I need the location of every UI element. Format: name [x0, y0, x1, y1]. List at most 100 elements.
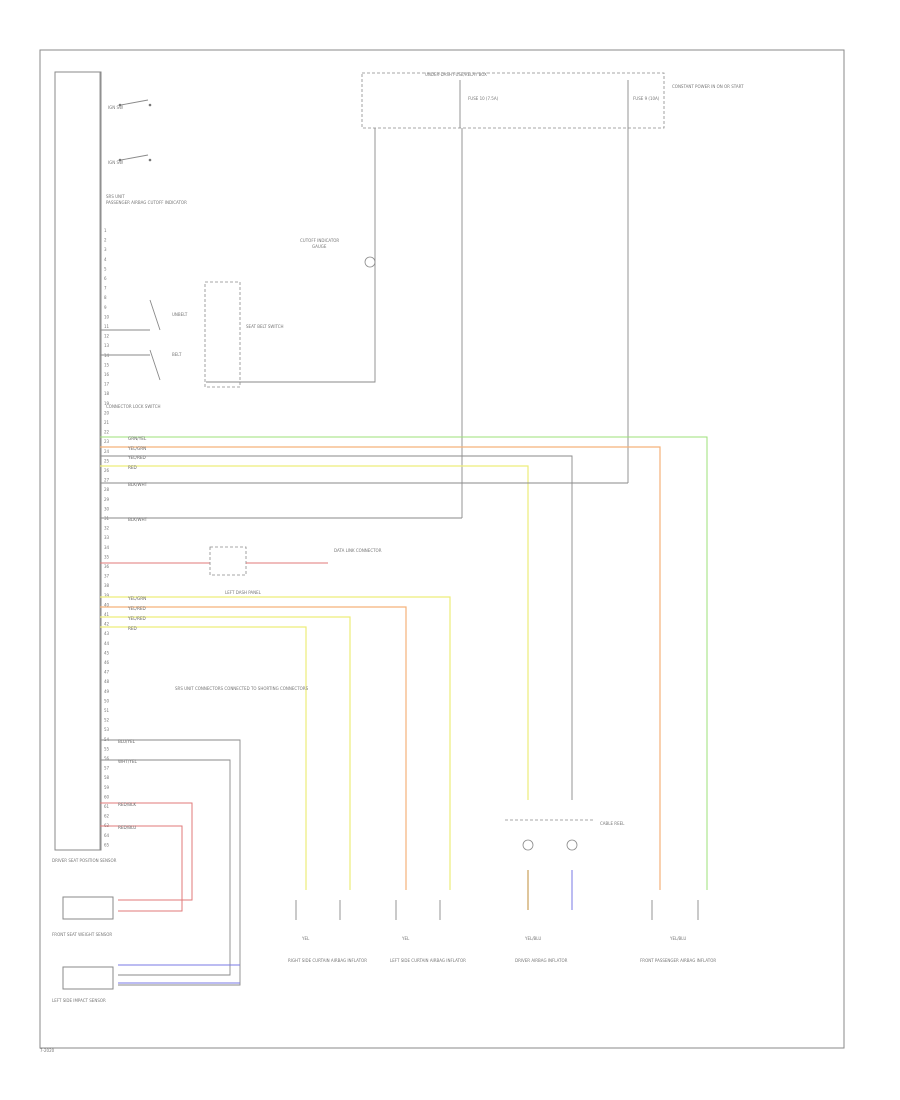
svg-text:CUTOFF INDICATOR: CUTOFF INDICATOR — [300, 238, 339, 243]
svg-text:YEL: YEL — [301, 936, 310, 941]
pin-number: 65 — [104, 842, 110, 847]
svg-text:YEL/RED: YEL/RED — [127, 616, 146, 621]
pin-number: 61 — [104, 804, 110, 809]
pin-number: 21 — [104, 420, 110, 425]
pin-number: 12 — [104, 334, 110, 339]
pin-number: 48 — [104, 679, 110, 684]
svg-text:FRONT SEAT WEIGHT SENSOR: FRONT SEAT WEIGHT SENSOR — [52, 932, 112, 937]
pin-number: 19 — [104, 401, 110, 406]
pin-number: 56 — [104, 756, 110, 761]
pin-number: 51 — [104, 708, 110, 713]
pin-number: 30 — [104, 506, 110, 511]
connector-lock-label: CONNECTOR LOCK SWITCH — [106, 404, 161, 409]
pin-number: 45 — [104, 650, 110, 655]
svg-text:DRIVER AIRBAG INFLATOR: DRIVER AIRBAG INFLATOR — [515, 958, 568, 963]
svg-text:YEL/RED: YEL/RED — [127, 606, 146, 611]
pin-number: 53 — [104, 727, 110, 732]
curtain-bus-wires: YEL/GRN YEL/RED YEL/RED RED — [100, 596, 451, 890]
seat-belt-switch: UNBELT BELT SEAT BELT SWITCH — [100, 281, 284, 388]
pin-number: 46 — [104, 660, 110, 665]
svg-text:SEAT BELT SWITCH: SEAT BELT SWITCH — [246, 324, 284, 329]
sensor-box-2: FRONT SEAT WEIGHT SENSOR LEFT SIDE IMPAC… — [52, 932, 114, 1003]
data-link-connector: DATA LINK CONNECTOR LEFT DASH PANEL — [100, 546, 382, 595]
pin-number: 62 — [104, 814, 110, 819]
pin-number: 40 — [104, 602, 110, 607]
svg-text:LEFT DASH PANEL: LEFT DASH PANEL — [225, 590, 262, 595]
pin-number: 25 — [104, 458, 110, 463]
pin-number: 38 — [104, 583, 110, 588]
fuse-note: CONSTANT POWER IN ON OR START — [672, 84, 744, 89]
ignition-switch-1: IGN SW — [108, 99, 152, 110]
pin-number: 11 — [104, 324, 110, 329]
pin-number: 37 — [104, 574, 110, 579]
svg-text:YEL/RED: YEL/RED — [127, 455, 146, 460]
svg-text:CABLE REEL: CABLE REEL — [600, 821, 625, 826]
fuse-box: UNDER-DASH FUSE/RELAY BOX FUSE 10 (7.5A)… — [361, 72, 744, 129]
pin-number: 22 — [104, 430, 110, 435]
svg-text:YEL/BLU: YEL/BLU — [669, 936, 686, 941]
pin-number: 42 — [104, 622, 110, 627]
pin-number: 36 — [104, 564, 110, 569]
fuse-right: FUSE 9 (10A) — [633, 96, 660, 101]
pin-number: 4 — [104, 257, 107, 262]
sensor-wires: BLU/YEL WHT/YEL RED/BLK RED/BLU — [100, 739, 241, 986]
svg-text:IGN SW: IGN SW — [108, 105, 123, 110]
page-label: 7-2020 — [40, 1048, 55, 1053]
inflator-driver: YEL/BLU DRIVER AIRBAG INFLATOR — [515, 936, 568, 963]
inflator-left-curtain: YEL LEFT SIDE CURTAIN AIRBAG INFLATOR — [390, 900, 466, 963]
svg-text:RED: RED — [128, 465, 137, 470]
svg-text:UNDER-DASH FUSE/RELAY BOX: UNDER-DASH FUSE/RELAY BOX — [425, 72, 487, 77]
pin-number: 23 — [104, 439, 110, 444]
pin-number: 41 — [104, 612, 110, 617]
srs-unit-box — [54, 71, 102, 851]
pin-number: 59 — [104, 785, 110, 790]
pin-number: 20 — [104, 410, 110, 415]
pin-number: 28 — [104, 487, 110, 492]
pin-number: 32 — [104, 526, 110, 531]
svg-text:RED/BLK: RED/BLK — [118, 802, 136, 807]
svg-text:RED/BLU: RED/BLU — [118, 825, 136, 830]
pin-number: 39 — [104, 593, 110, 598]
inflator-passenger: YEL/BLU FRONT PASSENGER AIRBAG INFLATOR — [640, 900, 716, 963]
svg-text:YEL/GRN: YEL/GRN — [127, 446, 146, 451]
svg-text:FRONT PASSENGER AIRBAG INFLATO: FRONT PASSENGER AIRBAG INFLATOR — [640, 958, 716, 963]
pin-number: 57 — [104, 766, 110, 771]
pin-number: 29 — [104, 497, 110, 502]
pin-number: 33 — [104, 535, 110, 540]
svg-text:BELT: BELT — [172, 352, 182, 357]
svg-text:RIGHT SIDE CURTAIN AIRBAG INFL: RIGHT SIDE CURTAIN AIRBAG INFLATOR — [288, 958, 367, 963]
pin-column: 1234567891011121314151617181920212223242… — [104, 228, 110, 847]
pin-number: 9 — [104, 305, 107, 310]
pin-number: 35 — [104, 554, 110, 559]
pin-number: 24 — [104, 449, 110, 454]
pin-number: 31 — [104, 516, 110, 521]
pin-number: 8 — [104, 295, 107, 300]
diagram-frame — [39, 49, 845, 1049]
svg-text:YEL: YEL — [401, 936, 410, 941]
passenger-note: PASSENGER AIRBAG CUTOFF INDICATOR — [106, 200, 187, 205]
srs-bus-wires: GRN/YEL YEL/GRN YEL/RED RED BLK/WHT BLK/… — [100, 436, 708, 890]
pin-number: 13 — [104, 343, 110, 348]
pin-number: 52 — [104, 718, 110, 723]
svg-text:BLU/YEL: BLU/YEL — [118, 739, 136, 744]
srs-unit-label: SRS UNIT — [106, 194, 125, 199]
ignition-switch-2: IGN SW — [108, 154, 152, 165]
pin-number: 64 — [104, 833, 110, 838]
pin-number: 1 — [104, 228, 107, 233]
wire-green-indicator — [206, 300, 376, 383]
svg-text:YEL/BLU: YEL/BLU — [524, 936, 541, 941]
svg-text:GRN/YEL: GRN/YEL — [128, 436, 147, 441]
pin-number: 2 — [104, 238, 107, 243]
cable-reel: CABLE REEL — [505, 819, 625, 910]
svg-text:LEFT SIDE CURTAIN AIRBAG INFLA: LEFT SIDE CURTAIN AIRBAG INFLATOR — [390, 958, 466, 963]
svg-text:UNBELT: UNBELT — [172, 312, 188, 317]
pin-number: 16 — [104, 372, 110, 377]
svg-text:DRIVER SEAT POSITION SENSOR: DRIVER SEAT POSITION SENSOR — [52, 858, 117, 863]
pin-number: 7 — [104, 286, 107, 291]
pin-number: 54 — [104, 737, 110, 742]
pin-number: 44 — [104, 641, 110, 646]
pin-number: 6 — [104, 276, 107, 281]
pin-number: 5 — [104, 266, 107, 271]
cutoff-indicator: CUTOFF INDICATOR GAUGE — [300, 128, 376, 300]
